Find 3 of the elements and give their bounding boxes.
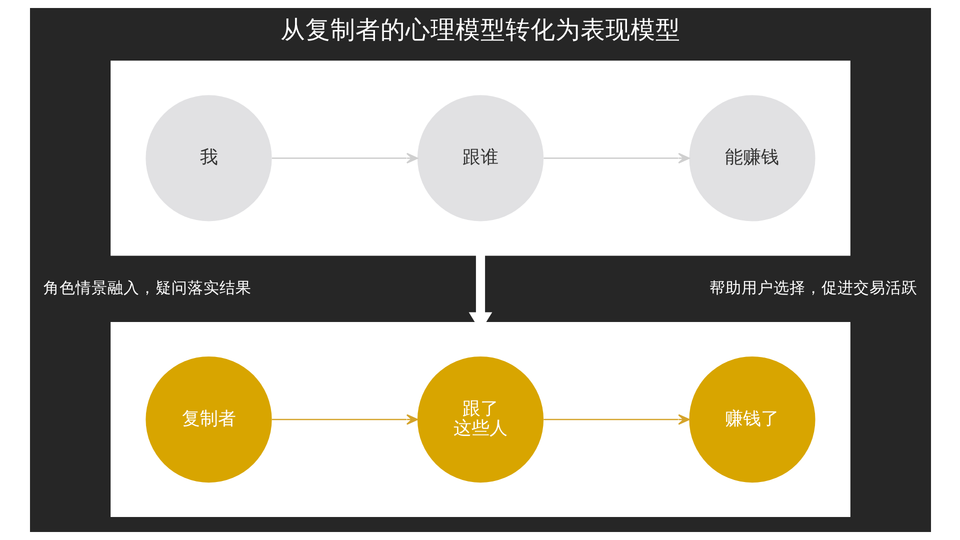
label: 帮助用户选择，促进交易活跃: [708, 278, 917, 297]
diagram-title: 从复制者的心理模型转化为表现模型: [280, 15, 680, 44]
label: 角色情景融入，疑问落实结果: [43, 278, 252, 297]
